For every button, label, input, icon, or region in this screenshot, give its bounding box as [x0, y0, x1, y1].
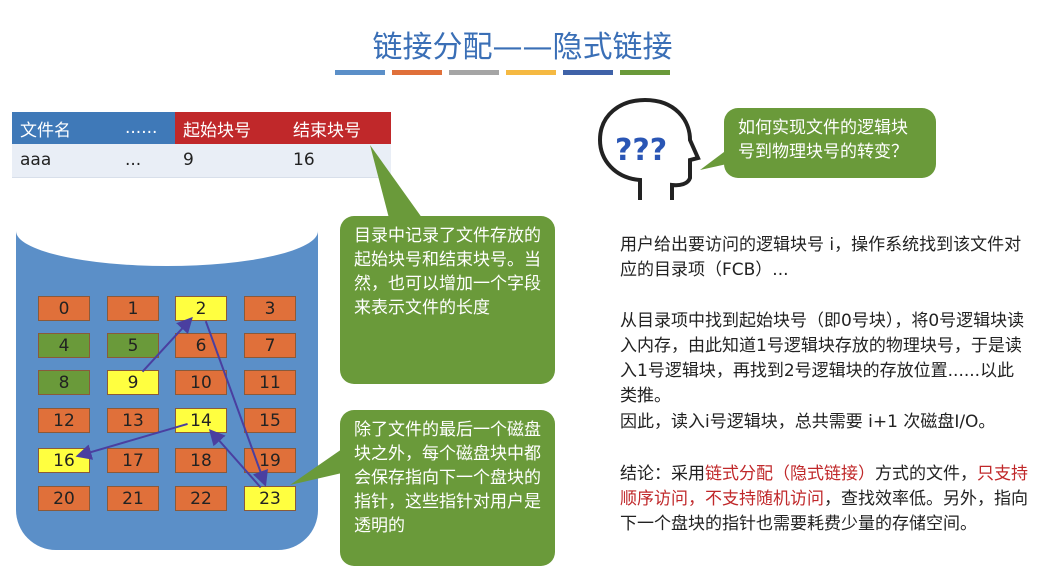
disk-block-15: 15 [244, 408, 296, 433]
disk-block-23: 23 [244, 486, 296, 511]
chain-arrow-23-14 [208, 428, 262, 489]
callout-tail-pointer [290, 440, 355, 485]
disk-block-17: 17 [107, 448, 159, 473]
underline-segment [392, 70, 442, 75]
disk-block-21: 21 [107, 486, 159, 511]
page-title: 链接分配——隐式链接 [372, 30, 673, 65]
disk-block-22: 22 [175, 486, 227, 511]
chain-arrow-9-2 [141, 316, 193, 373]
disk-block-20: 20 [38, 486, 90, 511]
header-ellipsis: ...... [117, 112, 175, 144]
disk-block-16: 16 [38, 448, 90, 473]
callout-directory: 目录中记录了文件存放的起始块号和结束块号。当然，也可以增加一个字段来表示文件的长… [340, 216, 555, 384]
header-start-block: 起始块号 [175, 112, 285, 144]
disk-block-14: 14 [175, 408, 227, 433]
conclusion-1: 结论：采用 [620, 464, 705, 484]
conclusion-3: ，查找效率低。另外，指向下一个盘块的指针也需要耗费少量的存储空间。 [620, 489, 1028, 534]
thinking-head-question-icon: ??? [597, 97, 701, 200]
callout-question: 如何实现文件的逻辑块号到物理块号的转变？ [724, 108, 936, 178]
svg-text:???: ??? [615, 133, 667, 168]
underline-segment [506, 70, 556, 75]
text-io-count: 因此，读入i号逻辑块，总共需要 i+1 次磁盘I/O。 [620, 412, 996, 432]
disk-block-12: 12 [38, 408, 90, 433]
text-step1: 用户给出要访问的逻辑块号 i，操作系统找到该文件对应的目录项（FCB）... [620, 235, 1022, 280]
disk-block-2: 2 [175, 296, 227, 321]
underline-segment [620, 70, 670, 75]
chain-arrow-14-16 [75, 422, 188, 460]
callout-pointer: 除了文件的最后一个磁盘块之外，每个磁盘块中都会保存指向下一个盘块的指针，这些指针… [340, 410, 555, 566]
cell-filename: aaa [12, 144, 117, 178]
disk-block-9: 9 [107, 370, 159, 395]
disk-block-8: 8 [38, 370, 90, 395]
underline-segment [563, 70, 613, 75]
disk-block-1: 1 [107, 296, 159, 321]
disk-block-7: 7 [244, 333, 296, 358]
disk-block-11: 11 [244, 370, 296, 395]
conclusion-method: 链式分配（隐式链接） [705, 464, 875, 484]
disk-block-0: 0 [38, 296, 90, 321]
text-conclusion: 结论：采用链式分配（隐式链接）方式的文件，只支持顺序访问，不支持随机访问，查找效… [620, 462, 1030, 537]
disk-cylinder-top [16, 196, 318, 266]
disk-block-5: 5 [107, 333, 159, 358]
underline-segment [449, 70, 499, 75]
cell-start-block: 9 [175, 144, 285, 178]
disk-block-10: 10 [175, 370, 227, 395]
callout-tail-directory [370, 145, 425, 222]
header-filename: 文件名 [12, 112, 117, 144]
conclusion-2: 方式的文件， [875, 464, 977, 484]
directory-table: 文件名 ...... 起始块号 结束块号 aaa ... 9 16 [12, 112, 391, 178]
text-step2: 从目录项中找到起始块号（即0号块），将0号逻辑块读入内存，由此知道1号逻辑块存放… [620, 311, 1025, 406]
disk-block-13: 13 [107, 408, 159, 433]
underline-segment [335, 70, 385, 75]
header-end-block: 结束块号 [285, 112, 391, 144]
conclusion-access: 只支持顺序访问，不支持随机访问 [620, 464, 1028, 509]
disk-block-3: 3 [244, 296, 296, 321]
chain-arrow-2-23 [204, 320, 268, 487]
cell-end-block: 16 [285, 144, 391, 178]
disk-block-4: 4 [38, 333, 90, 358]
cell-ellipsis: ... [117, 144, 175, 178]
disk-block-18: 18 [175, 448, 227, 473]
